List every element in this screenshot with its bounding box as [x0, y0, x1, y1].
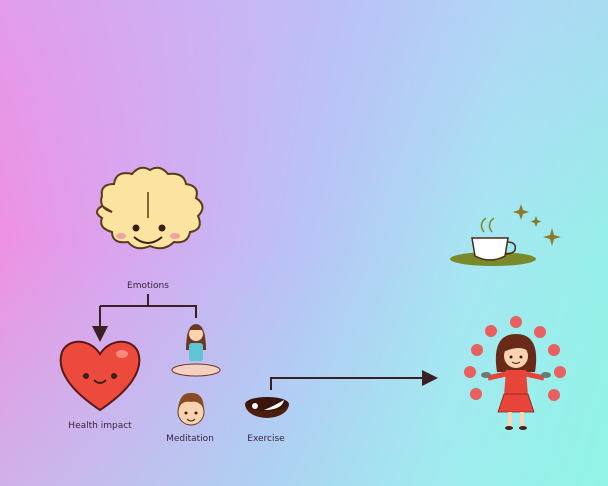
brain-icon [96, 166, 204, 250]
girl-figure-icon [464, 316, 566, 430]
bowl-icon [245, 397, 289, 418]
connector-exercise [270, 370, 438, 390]
heart-icon [59, 340, 141, 412]
node-label-meditation: Meditation [166, 434, 214, 444]
coffee-cup-icon [450, 217, 536, 266]
connector-emotions [92, 294, 197, 342]
node-label-health-impact: Health impact [68, 421, 132, 431]
node-label-exercise: Exercise [247, 434, 285, 444]
face-icon [177, 392, 205, 426]
meditation-figure-icon [171, 324, 221, 377]
sparkle-icon [513, 204, 561, 246]
node-label-emotions: Emotions [127, 281, 169, 291]
